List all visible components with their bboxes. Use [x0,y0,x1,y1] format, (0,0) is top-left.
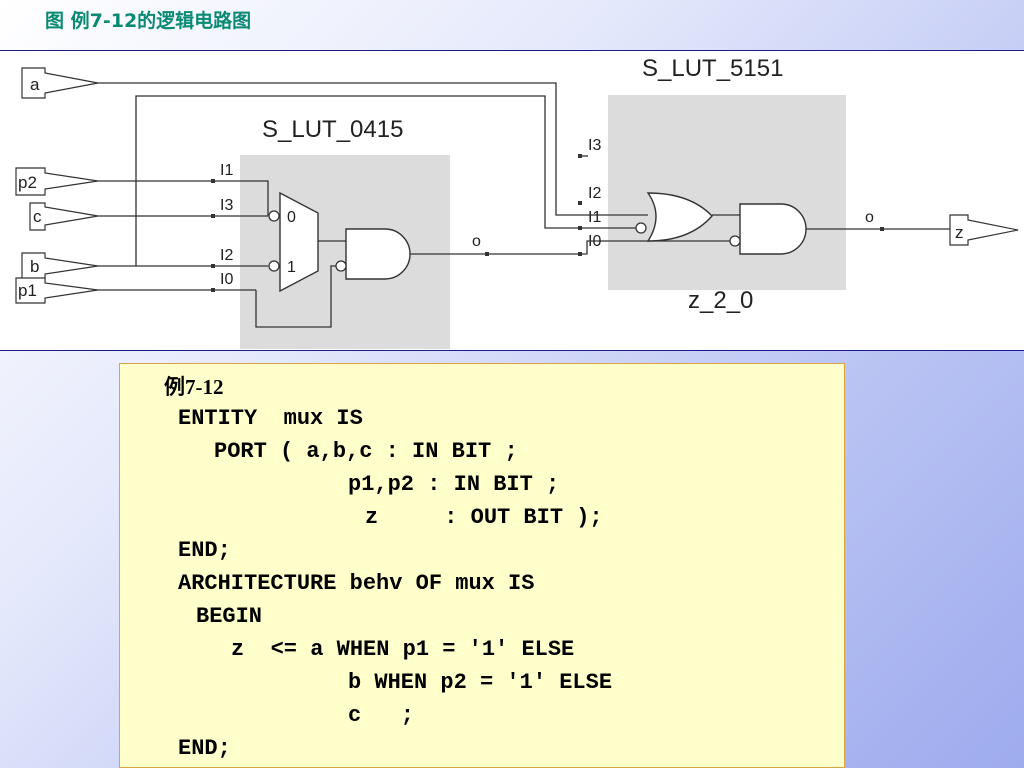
port-a-shape [21,67,99,99]
and-inv-bubble-0415 [335,260,347,272]
port-b-label: b [30,257,39,276]
pin-0415-i2: I2 [220,247,233,264]
slide-title: 图 例7-12的逻辑电路图 [45,10,252,32]
port-p1-label: p1 [18,281,37,300]
code-line: b WHEN p2 = '1' ELSE [348,670,613,695]
code-line: END; [178,736,231,761]
z20-label: z_2_0 [688,287,753,314]
and-gate-0415 [345,228,411,280]
pin-5151-i1: I1 [588,209,601,226]
wires [98,82,950,328]
pin-0415-i0: I0 [220,271,233,288]
mux-input-1-label: 1 [287,259,296,276]
mux-shape [279,191,319,293]
lut-0415-box [240,155,450,349]
code-line: c ; [348,703,415,728]
pin-0415-o: o [472,233,481,250]
pin-5151-o: o [865,209,874,226]
lut-5151-label: S_LUT_5151 [642,55,783,82]
code-line: END; [178,538,231,563]
mux-inv-bubble-1 [268,260,280,272]
pin-5151-i0: I0 [588,233,601,250]
circuit-diagram-panel: S_LUT_0415 S_LUT_5151 z_2_0 a p2 c b p1 … [0,51,1024,351]
code-line: ARCHITECTURE behv OF mux IS [178,571,535,596]
port-z-shape [949,214,1019,246]
circuit-diagram: S_LUT_0415 S_LUT_5151 z_2_0 a p2 c b p1 … [15,55,1019,349]
port-c-label: c [33,207,42,226]
port-c-shape [29,202,99,231]
code-line: z <= a WHEN p1 = '1' ELSE [231,637,575,662]
pin-0415-i1: I1 [220,162,233,179]
or-inv-bubble-5151 [635,222,647,234]
code-title: 例7-12 [164,375,224,399]
or-gate-5151 [646,192,713,242]
mux-inv-bubble-0 [268,210,280,222]
lut-0415-label: S_LUT_0415 [262,116,403,143]
pin-5151-i2: I2 [588,185,601,202]
code-line: BEGIN [196,604,263,629]
title-divider [0,50,1024,51]
port-p2-label: p2 [18,173,37,192]
mux-input-0-label: 0 [287,209,296,226]
pin-5151-i3: I3 [588,137,601,154]
code-line: z : OUT BIT ); [365,505,603,530]
and-gate-5151 [739,203,807,255]
and-inv-bubble-5151 [729,235,741,247]
port-z-label: z [955,223,964,242]
port-p2-shape [15,167,99,196]
code-line: PORT ( a,b,c : IN BIT ; [214,439,518,464]
port-a-label: a [30,75,40,94]
code-line: ENTITY mux IS [178,406,363,431]
code-line: p1,p2 : IN BIT ; [348,472,560,497]
pin-0415-i3: I3 [220,197,233,214]
port-p1-shape [15,277,99,304]
lut-5151-box [608,95,846,290]
vhdl-code-box: 例7-12 ENTITY mux IS PORT ( a,b,c : IN BI… [119,363,845,768]
